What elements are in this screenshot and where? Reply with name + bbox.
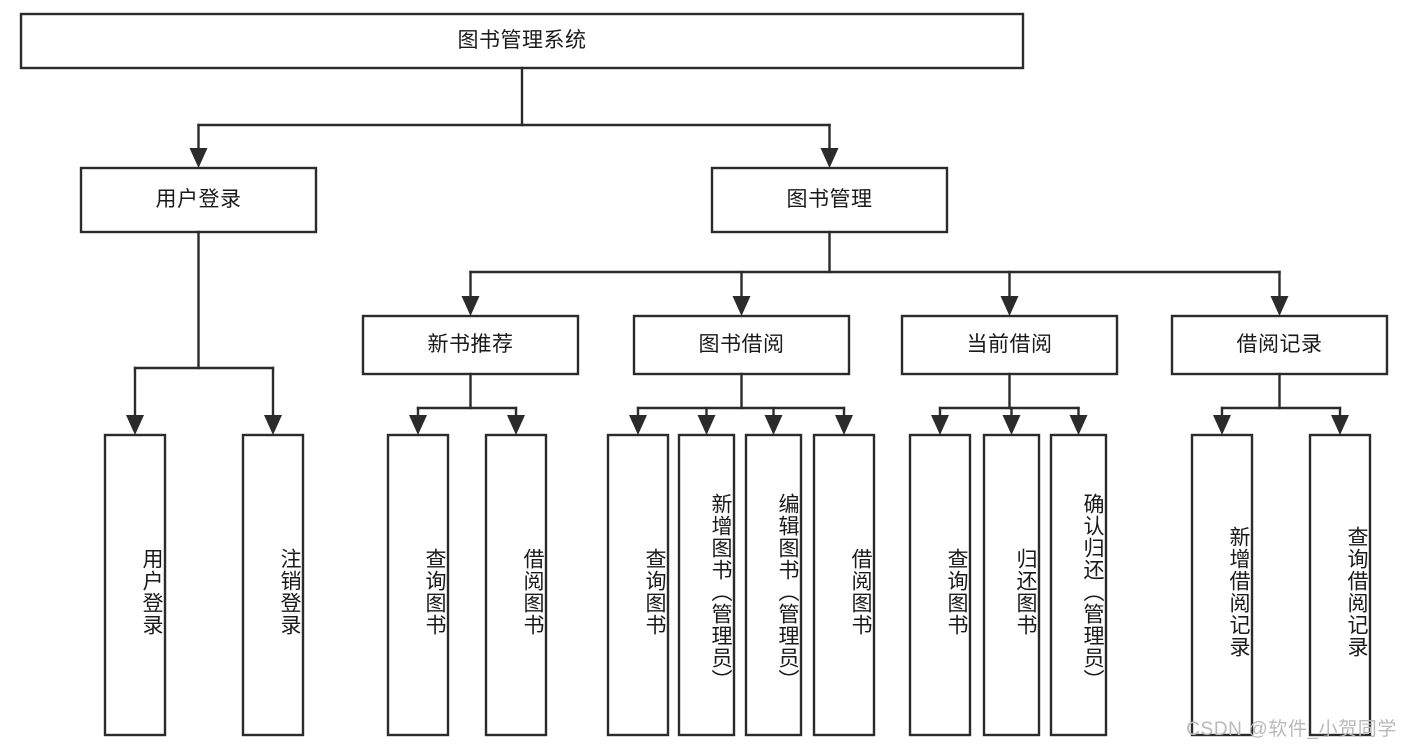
node-box-new-book-recommend[interactable]	[361, 314, 580, 376]
node-box-leaf-logout[interactable]	[241, 433, 305, 737]
node-box-leaf-return-book[interactable]	[982, 433, 1041, 737]
node-box-leaf-user-login[interactable]	[103, 433, 167, 737]
arrow-head-icon-book-management-2	[1000, 296, 1019, 316]
node-box-leaf-confirm-return-admin[interactable]	[1049, 433, 1108, 737]
arrow-head-icon-book-borrow-2	[764, 415, 783, 435]
arrow-head-icon-book-borrow-3	[835, 415, 853, 435]
node-box-leaf-query-book-recommend[interactable]	[386, 433, 450, 737]
node-box-root[interactable]	[19, 12, 1025, 70]
node-box-book-borrow[interactable]	[632, 314, 851, 376]
node-box-leaf-add-borrow-record[interactable]	[1190, 433, 1254, 737]
node-box-user-login[interactable]	[79, 166, 318, 234]
node-box-borrow-record[interactable]	[1170, 314, 1389, 376]
node-box-book-management[interactable]	[710, 166, 949, 234]
node-box-leaf-add-book-admin[interactable]	[677, 433, 736, 737]
arrow-head-icon-current-borrow-2	[1069, 415, 1088, 435]
arrow-head-icon-new-book-recommend-1	[507, 415, 525, 435]
node-boxes-layer	[19, 12, 1389, 737]
arrow-head-icon-current-borrow-0	[931, 415, 949, 435]
node-box-leaf-borrow-book-recommend[interactable]	[484, 433, 548, 737]
arrow-head-icon-new-book-recommend-0	[409, 415, 427, 435]
node-box-leaf-borrow-book[interactable]	[812, 433, 876, 737]
arrow-head-icon-book-borrow-1	[697, 415, 716, 435]
arrow-head-icon-current-borrow-1	[1002, 415, 1021, 435]
connectors-layer	[126, 66, 1349, 435]
node-box-leaf-edit-book-admin[interactable]	[744, 433, 803, 737]
node-box-leaf-query-borrow-record[interactable]	[1308, 433, 1372, 737]
arrow-head-icon-root-0	[189, 148, 208, 168]
arrow-head-icon-book-management-0	[461, 296, 480, 316]
node-box-current-borrow[interactable]	[900, 314, 1119, 376]
arrow-head-icon-book-management-1	[732, 296, 751, 316]
arrow-head-icon-user-login-0	[126, 415, 144, 435]
arrow-head-icon-root-1	[820, 148, 839, 168]
arrow-head-icon-borrow-record-1	[1331, 415, 1349, 435]
node-box-leaf-query-book-borrow[interactable]	[606, 433, 670, 737]
arrow-head-icon-book-borrow-0	[629, 415, 647, 435]
node-box-leaf-query-book-current[interactable]	[908, 433, 972, 737]
arrow-head-icon-book-management-3	[1270, 296, 1289, 316]
arrow-head-icon-user-login-1	[264, 415, 282, 435]
arrow-head-icon-borrow-record-0	[1213, 415, 1231, 435]
